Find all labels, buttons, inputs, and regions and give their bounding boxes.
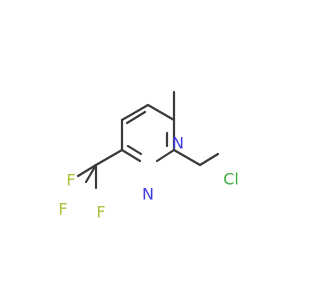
atom-label-cl: Cl xyxy=(223,170,239,189)
atom-label-f2: F xyxy=(58,200,67,219)
atom-label-f1: F xyxy=(66,171,75,190)
bond-c1-n2 xyxy=(120,148,142,163)
atom-label-n2: N xyxy=(142,185,154,204)
bond-c4-c5 xyxy=(146,103,176,122)
bond-methylene xyxy=(172,148,202,167)
molecule-structure: N N Cl F F F xyxy=(58,90,239,222)
bond-c5-c6-double xyxy=(125,110,147,125)
bond-cf3-f1 xyxy=(76,163,98,178)
atom-label-n1: N xyxy=(172,134,184,153)
bond-c5-c6 xyxy=(120,103,150,122)
bond-ch2-cl xyxy=(198,152,220,167)
bond-c1-cf3 xyxy=(94,148,124,167)
bond-c1-n2-double xyxy=(126,144,143,156)
atom-label-f3: F xyxy=(96,203,105,222)
bond-n2-c2 xyxy=(155,148,176,163)
bond-cf3-f2 xyxy=(84,163,98,184)
